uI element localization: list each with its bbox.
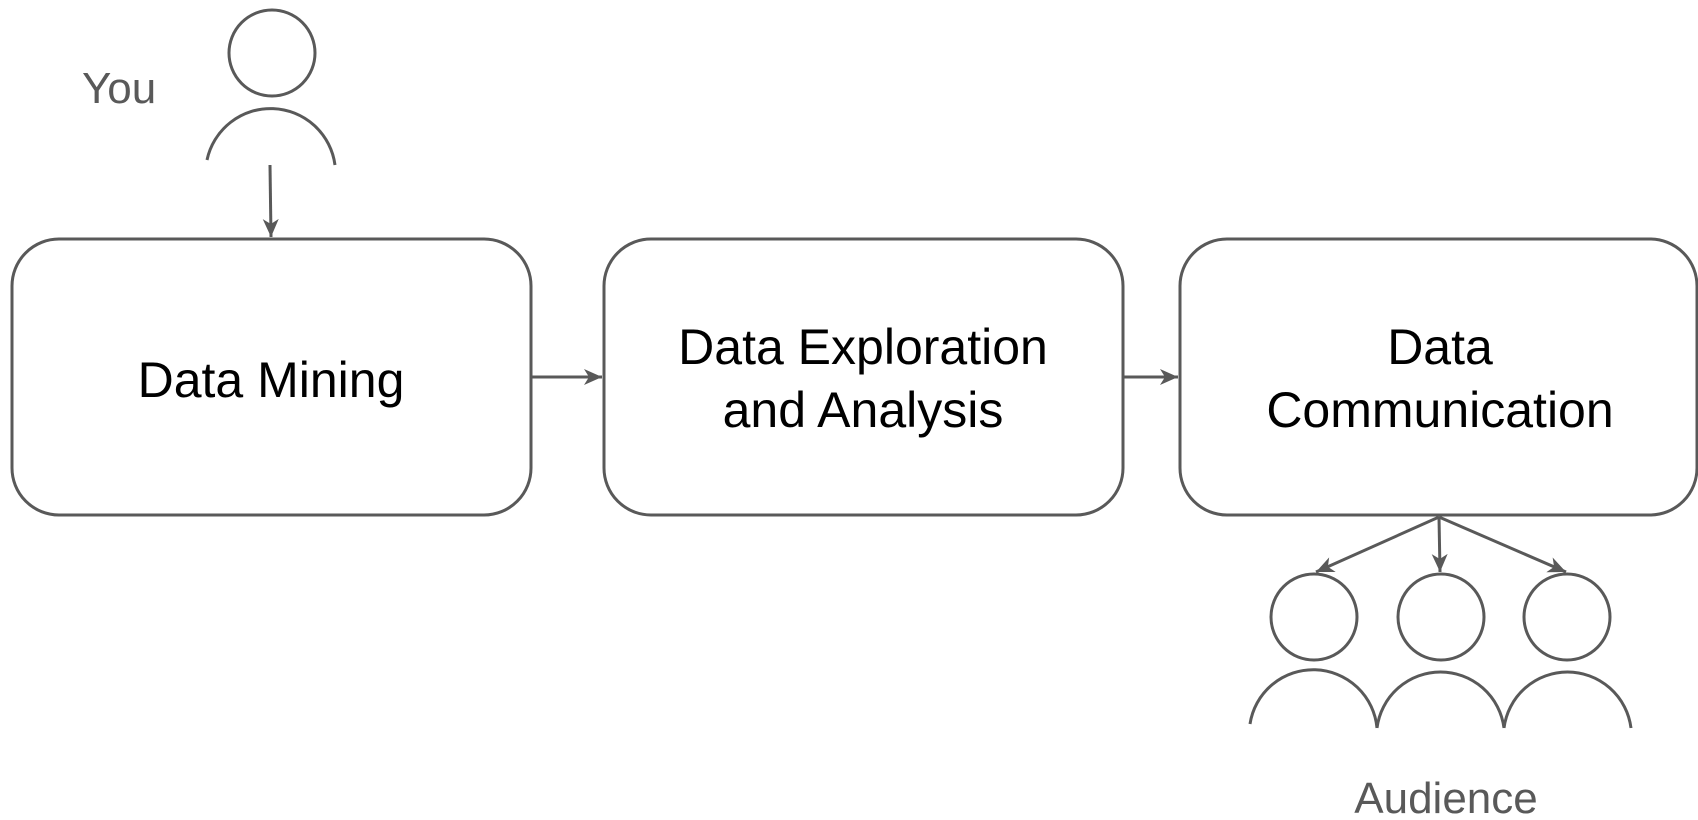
audience-person-icon xyxy=(1502,572,1633,729)
communication-to-audience-center-arrow xyxy=(1431,516,1448,573)
data-communication-label-line2: Communication xyxy=(1266,382,1613,438)
you-person-icon xyxy=(205,8,337,166)
data-exploration-label-line2: and Analysis xyxy=(723,382,1004,438)
audience-person-icon xyxy=(1375,572,1506,729)
data-mining-label: Data Mining xyxy=(138,352,405,408)
you-to-mining-arrow xyxy=(262,164,279,238)
data-mining-box: Data Mining xyxy=(10,237,533,517)
audience-label: Audience xyxy=(1354,774,1537,820)
data-communication-box: Data Communication xyxy=(1178,237,1698,517)
data-exploration-label-line1: Data Exploration xyxy=(678,319,1048,375)
data-exploration-box: Data Exploration and Analysis xyxy=(602,237,1125,517)
data-communication-label-line1: Data xyxy=(1387,319,1493,375)
you-label: You xyxy=(82,64,156,113)
communication-to-audience-left-arrow xyxy=(1315,515,1440,574)
audience-person-icon xyxy=(1248,572,1379,729)
communication-to-audience-right-arrow xyxy=(1438,515,1567,574)
